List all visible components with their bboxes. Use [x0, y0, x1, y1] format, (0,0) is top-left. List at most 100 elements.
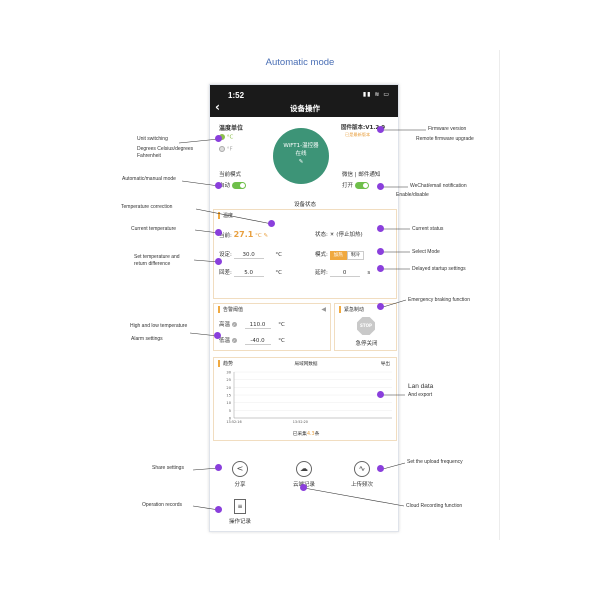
ann-auto-manual: Automatic/manual mode — [122, 176, 176, 182]
differential-input[interactable]: 5.0 — [233, 270, 264, 277]
chart-y-tick-label: 20 — [226, 386, 231, 390]
high-alarm-input[interactable]: 110.0 — [244, 322, 271, 329]
heat-mode-button[interactable]: 加热 — [329, 251, 347, 260]
back-arrow-icon[interactable]: ‹ — [215, 100, 220, 114]
marker-share — [215, 464, 222, 471]
edit-icon[interactable]: ✎ — [298, 159, 304, 165]
low-alarm-row: 低温 ✓ -40.0 °C — [219, 338, 285, 345]
heater-state-row: 状态: ☀ (停止加热) — [315, 232, 363, 238]
marker-alarm — [214, 332, 221, 339]
firmware-version: 固件版本:V1.2.9 — [341, 125, 386, 131]
marker-notify — [377, 183, 384, 190]
mode-toggle-row[interactable]: 自动 — [219, 181, 246, 189]
unit-fahrenheit-option[interactable]: °F — [219, 146, 233, 153]
ann-degrees: Degrees Celsius/degrees Fahrenheit — [137, 146, 194, 159]
device-name: WiFT1-温控器 — [283, 143, 319, 149]
chart-y-tick-label: 25 — [226, 378, 231, 382]
ann-set-temp: Set temperature and return difference — [134, 254, 180, 267]
chart-y-tick-label: 5 — [229, 409, 231, 413]
marker-emergency — [377, 303, 384, 310]
clock: 1:52 — [228, 91, 245, 100]
ann-temp-correction: Temperature correction — [121, 204, 173, 210]
temperature-panel-title: 温度 — [218, 212, 233, 219]
sun-icon: ☀ — [329, 232, 335, 238]
phone-screen: 1:52 ▮▮ ≋ ▭ ‹ 设备操作 温度单位 °C °F WiFT1-温控器 … — [209, 84, 399, 532]
ann-lan: Lan data — [408, 383, 434, 390]
share-button[interactable]: < 分享 — [220, 461, 260, 488]
ann-emergency: Emergency braking function — [408, 297, 470, 303]
ann-alarm: Alarm settings — [131, 336, 163, 342]
device-status-circle[interactable]: WiFT1-温控器 在线 ✎ — [273, 128, 329, 184]
low-alarm-input[interactable]: -40.0 — [244, 338, 271, 345]
ann-unit-switching: Unit switching — [137, 136, 168, 142]
ann-share: Share settings — [152, 465, 184, 471]
chart-y-tick-label: 30 — [226, 371, 231, 375]
share-icon: < — [232, 461, 248, 477]
marker-setpoint — [215, 258, 222, 265]
ann-current-temp: Current temperature — [131, 226, 177, 232]
stop-sign-icon[interactable]: STOP — [357, 317, 375, 335]
current-temp-row: 当前: 27.1 °C ✎ — [219, 230, 269, 239]
notify-toggle-row[interactable]: 打开 — [342, 181, 369, 189]
ann-upload: Set the upload frequency — [407, 459, 463, 465]
fahrenheit-radio-icon[interactable] — [219, 146, 225, 152]
export-button[interactable]: 导出 — [380, 362, 390, 367]
high-alarm-row: 高温 ✓ 110.0 °C — [219, 322, 285, 329]
alarm-panel: 告警阈值 ◀ 高温 ✓ 110.0 °C 低温 ✓ -40.0 °C — [213, 303, 331, 351]
ann-current-status: Current status — [412, 226, 444, 232]
device-online-status: 在线 — [295, 151, 307, 157]
upload-frequency-button[interactable]: ∿ 上传频次 — [342, 461, 382, 488]
ann-delayed: Delayed startup settings — [412, 266, 466, 272]
marker-temp-correction — [268, 220, 275, 227]
temp-correction-edit-icon[interactable]: ✎ — [263, 233, 269, 239]
emergency-stop-label: 急停关闭 — [355, 341, 378, 347]
collected-count: 已采集4.3条 — [292, 432, 320, 437]
cool-mode-button[interactable]: 制冷 — [346, 251, 365, 260]
auto-mode-toggle[interactable] — [231, 182, 246, 189]
ann-export: And export — [408, 392, 433, 398]
marker-unit — [215, 135, 222, 142]
mode-select-row: 模式: 加热制冷 — [315, 250, 365, 260]
ann-high-low: High and low temperature — [130, 323, 188, 329]
heater-state-value: (停止加热) — [336, 232, 363, 238]
setpoint-row: 设定: 30.0 °C — [219, 252, 282, 259]
delay-input[interactable]: 0 — [329, 270, 360, 277]
marker-cloud — [300, 484, 307, 491]
status-icons: ▮▮ ≋ ▭ — [362, 91, 390, 98]
section-device-status: 设备状态 — [293, 202, 316, 208]
low-alarm-check-icon[interactable]: ✓ — [231, 338, 237, 343]
marker-firmware — [377, 126, 384, 133]
high-alarm-check-icon[interactable]: ✓ — [231, 322, 237, 327]
chart-x-tick-label: 13:52:16 — [226, 420, 241, 424]
ann-select-mode: Select Mode — [412, 249, 440, 255]
notify-toggle[interactable] — [354, 182, 369, 189]
alarm-panel-title: 告警阈值 — [218, 306, 243, 313]
chart-y-tick-label: 0 — [229, 417, 232, 421]
setpoint-input[interactable]: 30.0 — [233, 252, 264, 259]
marker-upload — [377, 465, 384, 472]
marker-current-temp — [215, 229, 222, 236]
speaker-icon[interactable]: ◀ — [321, 306, 326, 313]
ann-remote-firmware: Remote firmware upgrade — [416, 136, 474, 142]
trend-panel-title: 趋势 — [218, 360, 233, 367]
trend-subtitle: 局域网数据 — [294, 362, 318, 367]
mode-caption: Automatic mode — [265, 57, 335, 68]
top-bar: 1:52 ▮▮ ≋ ▭ ‹ 设备操作 — [210, 85, 398, 117]
unit-label: 温度单位 — [219, 125, 244, 132]
differential-row: 回差: 5.0 °C — [219, 270, 282, 277]
document-icon: ≡ — [234, 499, 246, 514]
mode-value: 自动 — [219, 183, 231, 189]
cloud-icon: ☁ — [296, 461, 312, 477]
chart-x-tick-label: 13:52:20 — [293, 420, 308, 424]
operation-log-button[interactable]: ≡ 操作记录 — [220, 499, 260, 525]
firmware-upgrade-link[interactable]: 已是最新版本 — [345, 132, 371, 137]
marker-lan — [377, 391, 384, 398]
chart-y-tick-label: 15 — [226, 394, 231, 398]
notify-value: 打开 — [342, 183, 354, 189]
notify-label: 微信 | 邮件通知 — [342, 172, 381, 178]
emergency-panel: 紧急制动 STOP 急停关闭 — [334, 303, 397, 351]
marker-log — [215, 506, 222, 513]
